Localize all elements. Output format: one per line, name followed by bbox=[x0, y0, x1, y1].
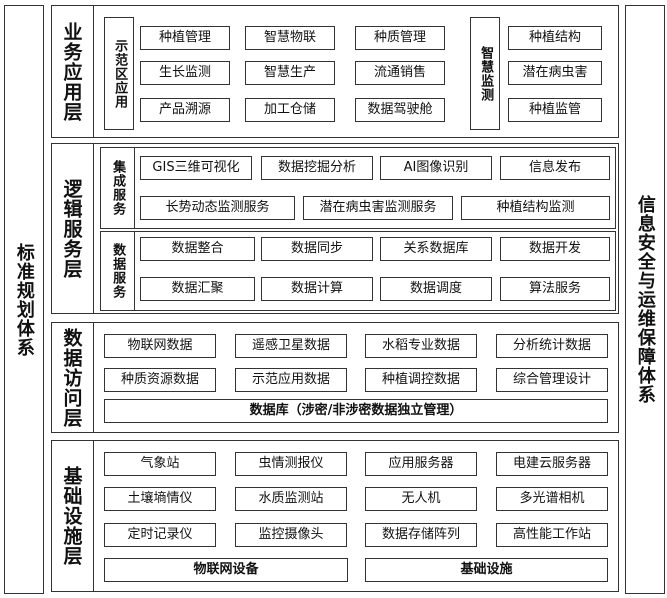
integration-item: 潜在病虫害监测服务 bbox=[303, 196, 453, 220]
infra-item: 水质监测站 bbox=[235, 487, 347, 511]
integration-item: GIS三维可视化 bbox=[140, 156, 252, 180]
access-layer-title: 数据访问层 bbox=[60, 327, 83, 428]
database-bar: 数据库（涉密/非涉密数据独立管理） bbox=[104, 399, 608, 423]
integration-item: 长势动态监测服务 bbox=[140, 196, 295, 220]
integration-item: 种植结构监测 bbox=[461, 196, 610, 220]
data-service-item: 数据汇聚 bbox=[140, 277, 255, 301]
divider bbox=[134, 147, 135, 229]
infra-item: 定时记录仪 bbox=[104, 523, 216, 547]
data-service-item: 数据开发 bbox=[500, 237, 610, 261]
data-service-item: 数据整合 bbox=[140, 237, 255, 261]
demo-item: 数据驾驶舱 bbox=[355, 98, 445, 122]
infra-item: 无人机 bbox=[365, 487, 477, 511]
infra-item: 数据存储阵列 bbox=[365, 523, 477, 547]
demo-item: 智慧生产 bbox=[245, 61, 335, 85]
infra-item: 监控摄像头 bbox=[235, 523, 347, 547]
demo-item: 种质管理 bbox=[355, 26, 445, 50]
access-item: 示范应用数据 bbox=[235, 368, 347, 392]
monitor-item: 种植监管 bbox=[508, 98, 602, 122]
divider bbox=[134, 231, 135, 311]
demo-item: 产品溯源 bbox=[140, 98, 230, 122]
demo-item: 流通销售 bbox=[355, 61, 445, 85]
data-service-label: 数据服务 bbox=[110, 243, 126, 299]
infrastructure-bar: 基础设施 bbox=[365, 558, 608, 582]
iot-devices-bar: 物联网设备 bbox=[104, 558, 348, 582]
data-service-item: 关系数据库 bbox=[380, 237, 492, 261]
data-service-item: 算法服务 bbox=[500, 277, 610, 301]
integration-item: 信息发布 bbox=[500, 156, 610, 180]
access-item: 种植调控数据 bbox=[365, 368, 477, 392]
access-item: 水稻专业数据 bbox=[365, 334, 477, 358]
infra-item: 气象站 bbox=[104, 452, 216, 476]
integration-item: 数据挖掘分析 bbox=[261, 156, 373, 180]
divider bbox=[93, 440, 94, 592]
infra-item: 应用服务器 bbox=[365, 452, 477, 476]
infra-item: 电建云服务器 bbox=[496, 452, 608, 476]
infra-item: 土壤墒情仪 bbox=[104, 487, 216, 511]
data-service-item: 数据同步 bbox=[261, 237, 373, 261]
monitor-item: 种植结构 bbox=[508, 26, 602, 50]
demo-item: 智慧物联 bbox=[245, 26, 335, 50]
access-item: 遥感卫星数据 bbox=[235, 334, 347, 358]
infra-item: 高性能工作站 bbox=[496, 523, 608, 547]
access-item: 综合管理设计 bbox=[496, 368, 608, 392]
access-item: 种质资源数据 bbox=[104, 368, 216, 392]
standard-system-pillar: 标准规划体系 bbox=[4, 5, 44, 594]
access-item: 物联网数据 bbox=[104, 334, 216, 358]
infra-layer-title: 基础设施层 bbox=[60, 466, 83, 566]
demo-item: 加工仓储 bbox=[245, 98, 335, 122]
infra-item: 虫情测报仪 bbox=[235, 452, 347, 476]
demo-item: 种植管理 bbox=[140, 26, 230, 50]
monitor-item: 潜在病虫害 bbox=[508, 61, 602, 85]
data-service-item: 数据计算 bbox=[261, 277, 373, 301]
demo-item: 生长监测 bbox=[140, 61, 230, 85]
security-ops-pillar: 信息安全与运维保障体系 bbox=[625, 5, 665, 594]
integration-item: AI图像识别 bbox=[380, 156, 492, 180]
business-layer-title: 业务应用层 bbox=[60, 21, 83, 122]
infra-item: 多光谱相机 bbox=[496, 487, 608, 511]
logic-layer-title: 逻辑服务层 bbox=[60, 178, 83, 279]
demo-zone-label: 示范区应用 bbox=[104, 17, 134, 130]
data-service-item: 数据调度 bbox=[380, 277, 492, 301]
smart-monitor-label: 智慧监测 bbox=[470, 17, 500, 130]
access-item: 分析统计数据 bbox=[496, 334, 608, 358]
divider bbox=[93, 143, 94, 314]
divider bbox=[93, 322, 94, 433]
integration-label: 集成服务 bbox=[110, 160, 126, 216]
divider bbox=[93, 5, 94, 138]
